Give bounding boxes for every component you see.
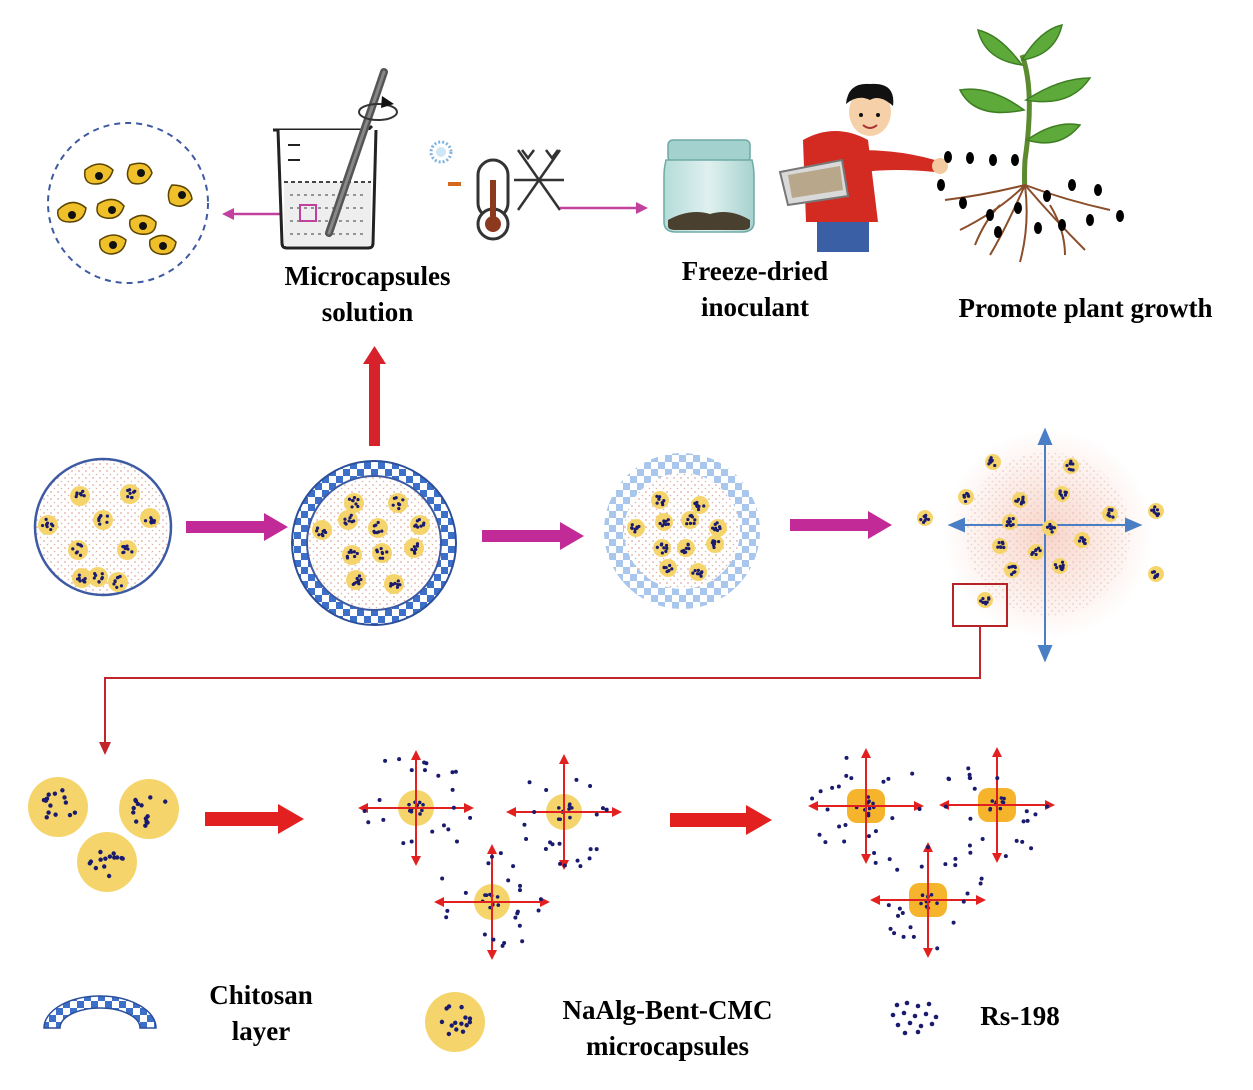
label-line-1: Freeze-dried [681,256,829,286]
label-line-2: microcapsules [586,1031,749,1061]
label-line-2: layer [231,1016,291,1046]
arrow-bottom-1 [205,804,304,834]
arrow-mid-3 [790,511,892,539]
capsule-stage-3 [604,453,760,609]
freeze-icon-group [429,140,564,241]
beaker-icon [273,68,398,250]
label-freeze-dried: Freeze-dried inoculant [645,253,865,325]
legend-chitosan-label: Chitosan layer [186,977,336,1049]
label-promote: Promote plant growth [958,293,1213,323]
arrow-up [363,346,386,446]
connector-line [99,626,981,755]
legend-rs-label: Rs-198 [980,1001,1060,1031]
legend-rs-icon [890,1000,939,1036]
label-line-1: Microcapsules [284,261,451,291]
release-group-2 [808,747,1055,958]
capsule-stage-1 [33,457,173,597]
capsule-stage-2 [291,460,457,626]
capsule-stage-4-release [917,427,1164,663]
cells-circle [47,122,209,284]
arrow-bottom-2 [670,805,772,835]
legend-chitosan-icon [43,995,157,1029]
label-line-2: solution [321,297,414,327]
plant-icon [937,24,1124,263]
legend-capsule-icon [425,992,485,1052]
label-microcapsules-solution: Microcapsules solution [255,258,480,330]
release-group-1 [358,750,622,960]
bottom-capsules [28,777,179,892]
legend-naalg-label: NaAlg-Bent-CMC microcapsules [535,992,800,1064]
arrow-mid-1 [186,513,288,541]
arrow-to-jar [560,202,648,214]
label-line-1: Chitosan [209,980,313,1010]
farmer-icon [778,83,948,252]
arrow-mid-2 [482,522,584,550]
label-line-2: inoculant [700,292,810,322]
label-line-1: NaAlg-Bent-CMC [562,995,773,1025]
jar-icon [663,139,755,233]
